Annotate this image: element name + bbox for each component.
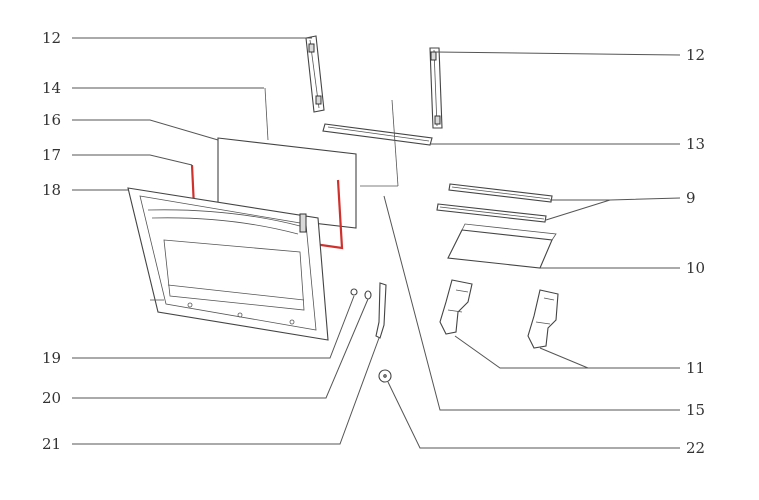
callout-15: 15 [686,401,705,419]
leader-9 [545,197,681,221]
callout-20: 20 [42,389,61,407]
leader-17 [72,154,193,166]
callout-18: 18 [42,181,61,199]
part-11-left-hinge [439,279,473,335]
callout-16: 16 [42,111,61,129]
leader-21 [72,337,380,445]
leader-11 [454,335,680,369]
leader-20 [72,298,369,399]
leader-lines [72,37,681,449]
part-21-clip [375,282,387,339]
part-13-rail [322,123,433,146]
part-15-glass [360,99,399,187]
callout-10: 10 [686,259,705,277]
part-9-rails [436,183,553,223]
callout-12-left: 12 [42,29,61,47]
callout-19: 19 [42,349,61,367]
callout-22: 22 [686,439,705,457]
callout-labels: 12 14 16 17 18 19 20 21 12 13 9 10 11 15… [42,29,705,457]
leader-16 [72,119,219,141]
part-11-right-hinge [527,289,559,349]
leader-19 [72,295,355,359]
leader-22 [387,381,680,449]
part-12-left-bracket [305,35,325,113]
leader-15 [383,195,680,411]
callout-9: 9 [686,189,696,207]
leader-12-right [435,51,681,56]
part-19-ring [350,288,358,296]
callout-13: 13 [686,135,705,153]
part-22-knob-center [383,374,387,378]
part-10-tray [447,223,557,269]
part-18-door-frame [127,187,329,341]
part-12-right-bracket [429,47,443,129]
callout-11: 11 [686,359,705,377]
part-20-washer [364,290,372,300]
callout-12-right: 12 [686,46,705,64]
part-14-line [264,87,269,141]
callout-17: 17 [42,146,61,164]
callout-14: 14 [42,79,61,97]
part-16-glass-panel [217,137,357,229]
callout-21: 21 [42,435,61,453]
